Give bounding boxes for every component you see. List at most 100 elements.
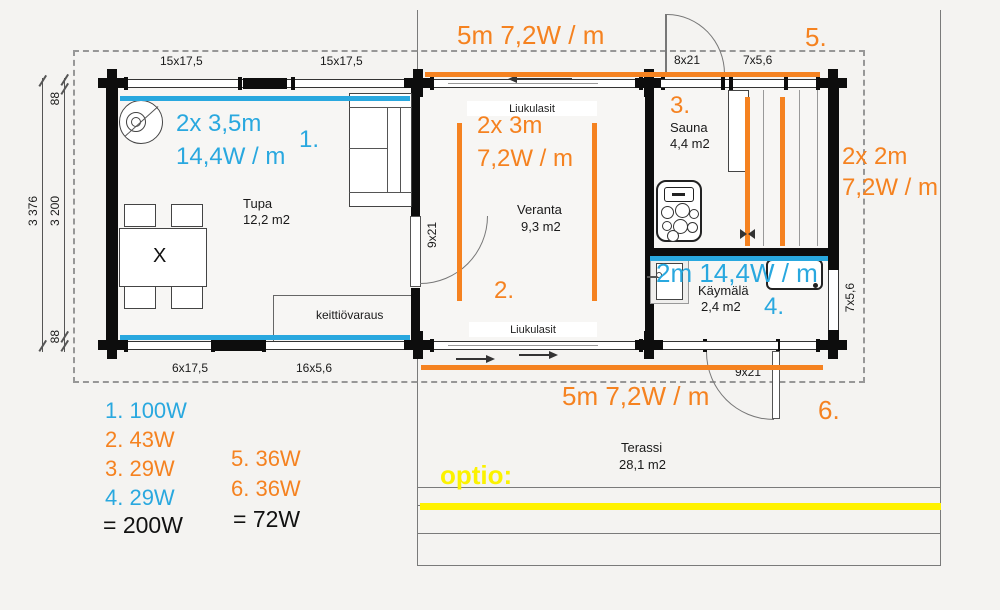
legend-row-2: 2. 43W — [105, 427, 175, 452]
window-cap — [721, 77, 725, 90]
terrace-right-edge — [940, 10, 942, 566]
window-label: 15x17,5 — [320, 54, 363, 68]
sauna-stone — [687, 222, 698, 233]
zone1-spec-power: 14,4W / m — [176, 143, 286, 170]
window-cap — [776, 339, 780, 352]
right-window-label: 7x5,6 — [843, 283, 857, 313]
corner-post — [635, 340, 663, 350]
window-label: 16x5,6 — [296, 361, 333, 375]
sofa-line — [400, 107, 402, 192]
chair — [171, 286, 203, 309]
dim-label-88-top: 88 — [48, 92, 62, 106]
arrow-left-shaft — [516, 78, 572, 80]
window-cap — [238, 77, 242, 90]
bottom-wall-segment — [213, 340, 262, 351]
cable-zone1-bottom — [120, 335, 410, 340]
right-wall-window — [828, 268, 839, 332]
sauna-bench-board — [799, 90, 801, 246]
sliding-door-top-label: Liukulasit — [467, 101, 597, 116]
right-spec-power: 7,2W / m — [842, 174, 939, 201]
table-mark: X — [153, 245, 167, 267]
sofa-line — [349, 148, 388, 150]
toilet-dot — [813, 283, 818, 288]
room-label-kaymala: Käymälä — [698, 283, 749, 298]
window-label: 8x21 — [674, 53, 701, 67]
chair — [124, 204, 156, 227]
roof-overhang-boundary — [73, 50, 865, 383]
kitchen-reservation-label: keittiövaraus — [316, 308, 384, 322]
zone2-spec-length: 2x 3m — [477, 112, 543, 139]
cable-zone3-right — [780, 97, 785, 246]
zone2-spec-power: 7,2W / m — [477, 145, 574, 172]
sliding-door-bottom-label: Liukulasit — [469, 322, 597, 337]
legend-total-2: = 72W — [233, 506, 301, 532]
zone4-spec: 2m 14,4W / m — [656, 258, 818, 288]
window-cap — [828, 330, 839, 334]
dimension-line-outer — [42, 78, 43, 352]
sliding-door-bottom-rail — [448, 344, 598, 346]
zone4-number: 4. — [764, 293, 785, 320]
zone3-number: 3. — [670, 92, 691, 119]
kitchen-reservation-outline — [273, 295, 411, 341]
zone1-number: 1. — [299, 126, 320, 153]
zone2-number: 2. — [494, 277, 515, 304]
right-wall-upper — [828, 87, 839, 268]
arrow-right-shaft — [456, 358, 486, 360]
right-spec-length: 2x 2m — [842, 143, 908, 170]
sliding-door-top-rail — [448, 82, 598, 84]
window-cap — [639, 77, 643, 90]
tupa-veranta-wall-upper — [411, 87, 420, 216]
window-label: 15x17,5 — [160, 54, 203, 68]
legend-row-4: 4. 29W — [105, 485, 175, 510]
window-cap — [828, 266, 839, 270]
cable-option-terrace — [420, 503, 941, 510]
cable-zone1-top — [120, 96, 410, 101]
arrow-right-shaft — [519, 354, 549, 356]
washbasin-tap-line — [647, 276, 658, 278]
window-cap — [639, 339, 643, 352]
room-area-kaymala: 2,4 m2 — [701, 299, 741, 314]
sauna-kaymala-wall — [649, 248, 835, 256]
sauna-bench-board — [763, 90, 765, 246]
room-area-terassi: 28,1 m2 — [619, 457, 666, 472]
window-cap — [211, 339, 215, 352]
terrace-door-swing-arc — [706, 352, 774, 420]
terrace-door-threshold — [703, 341, 778, 350]
sauna-bench-board — [817, 90, 819, 246]
window-cap — [262, 339, 266, 352]
cable-connector-symbol — [748, 229, 755, 239]
corner-post — [819, 340, 847, 350]
zone1-spec-length: 2x 3,5m — [176, 110, 262, 137]
chair — [124, 286, 156, 309]
sauna-door-leaf — [665, 14, 667, 76]
sauna-stove-dash — [672, 193, 685, 196]
room-area-veranta: 9,3 m2 — [521, 219, 561, 234]
legend-row-3: 3. 29W — [105, 456, 175, 481]
sofa-line — [387, 107, 389, 192]
sauna-stone — [675, 203, 690, 218]
sauna-stone — [667, 230, 679, 242]
dining-table — [119, 228, 207, 287]
room-label-terassi: Terassi — [621, 440, 663, 455]
legend-row-6: 6. 36W — [231, 476, 301, 501]
cable-connector-symbol — [740, 229, 747, 239]
option-label: optio: — [440, 460, 513, 490]
cable-zone6-bottom — [421, 365, 823, 370]
dim-label-88-bottom: 88 — [48, 330, 62, 344]
window-cap — [784, 77, 788, 90]
liukulasit-text: Liukulasit — [509, 102, 555, 115]
cable-zone2-right — [592, 123, 597, 301]
cable-zone2-left — [457, 123, 462, 301]
window-cap — [816, 77, 820, 90]
liukulasit-text: Liukulasit — [510, 323, 556, 336]
sauna-door-threshold — [661, 79, 721, 88]
legend-total-1: = 200W — [103, 512, 183, 538]
legend-row-5: 5. 36W — [231, 446, 301, 471]
zone5-spec: 5m 7,2W / m — [457, 20, 605, 50]
sofa-line — [349, 192, 412, 194]
window-cap — [291, 77, 295, 90]
left-wall — [106, 78, 118, 350]
sauna-stone — [661, 206, 674, 219]
cable-zone5-top — [425, 72, 820, 77]
dimension-line-inner — [64, 78, 65, 352]
